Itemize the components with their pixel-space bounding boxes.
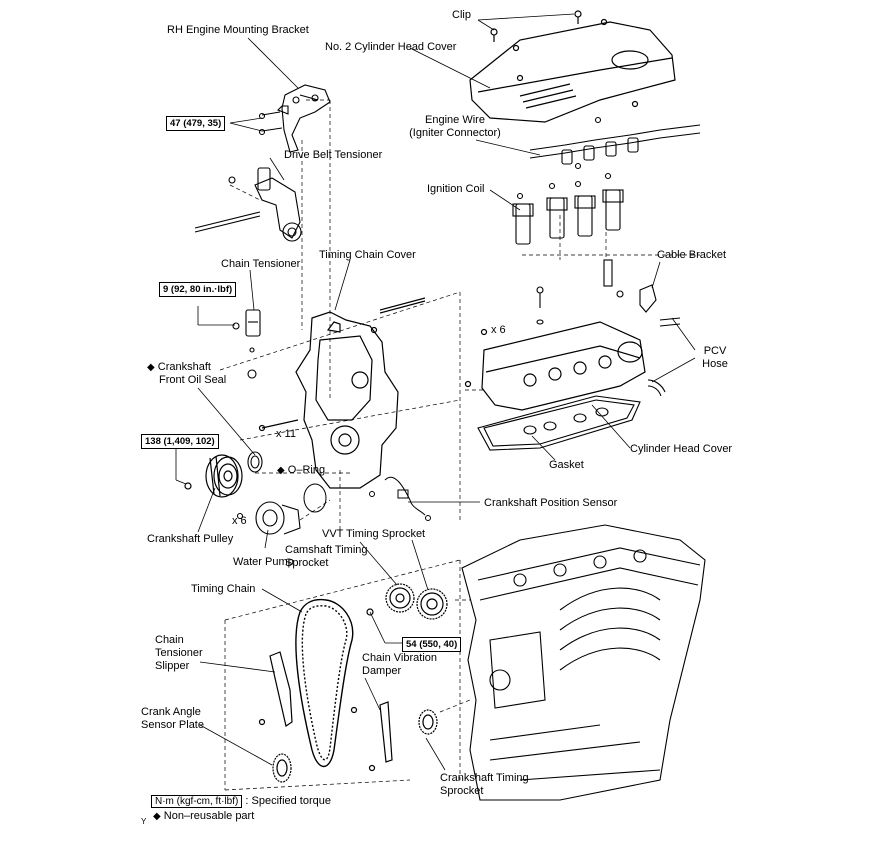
label-cas-line1: Crank Angle bbox=[141, 706, 201, 718]
crankshaft-position-sensor bbox=[369, 477, 431, 521]
legend-torque-text: : Specified torque bbox=[245, 795, 332, 807]
label-no2-cylinder-head-cover: No. 2 Cylinder Head Cover bbox=[325, 41, 457, 53]
legend-torque: N·m (kgf-cm, ft·lbf) : Specified torque bbox=[151, 794, 331, 809]
gasket bbox=[477, 395, 641, 451]
crankshaft-pulley bbox=[184, 454, 243, 498]
label-x6-top: x 6 bbox=[491, 324, 506, 336]
pcv-hose bbox=[647, 317, 681, 397]
label-o-ring-text: O–Ring bbox=[287, 464, 326, 476]
label-pcv-line1: PCV bbox=[703, 345, 727, 357]
torque-box-47: 47 (479, 35) bbox=[166, 116, 226, 131]
crankshaft-timing-sprocket bbox=[418, 709, 438, 735]
label-crankshaft-pulley: Crankshaft Pulley bbox=[147, 533, 234, 545]
alignment-lines bbox=[219, 99, 700, 791]
nonreusable-diamond-icon: ◆ bbox=[277, 465, 285, 476]
label-timing-chain: Timing Chain bbox=[191, 583, 256, 595]
label-x11: x 11 bbox=[276, 428, 296, 440]
cable-bracket bbox=[536, 259, 657, 325]
label-engine-wire: Engine Wire (Igniter Connector) bbox=[400, 114, 510, 140]
drive-belt-tensioner bbox=[194, 167, 302, 242]
label-cam-line2: Sprocket bbox=[285, 557, 329, 569]
label-crankshaft-position-sensor: Crankshaft Position Sensor bbox=[484, 497, 618, 509]
engine-wire bbox=[529, 116, 701, 170]
legend-torque-box: N·m (kgf-cm, ft·lbf) bbox=[151, 795, 243, 808]
torque-box-54: 54 (550, 40) bbox=[402, 637, 462, 652]
label-slipper-line1: Chain bbox=[155, 634, 184, 646]
label-crank-sprocket-line1: Crankshaft Timing bbox=[440, 772, 529, 784]
label-chain-vibration-damper: Chain Vibration Damper bbox=[362, 652, 437, 678]
label-crankshaft-timing-sprocket: Crankshaft Timing Sprocket bbox=[440, 772, 529, 798]
label-slipper-line3: Slipper bbox=[155, 660, 190, 672]
label-pcv-line2: Hose bbox=[702, 358, 728, 370]
torque-box-138: 138 (1,409, 102) bbox=[141, 434, 219, 449]
label-engine-wire-line2: (Igniter Connector) bbox=[409, 127, 501, 139]
label-chain-tensioner-slipper: Chain Tensioner Slipper bbox=[155, 634, 203, 673]
label-pcv-hose: PCV Hose bbox=[690, 345, 740, 371]
no2-cylinder-head-cover bbox=[469, 10, 676, 123]
timing-chain bbox=[295, 598, 354, 768]
timing-chain-cover bbox=[258, 297, 426, 489]
rh-engine-mounting-bracket bbox=[258, 84, 331, 153]
label-clip: Clip bbox=[452, 9, 471, 21]
chain-tensioner bbox=[232, 309, 261, 379]
label-cylinder-head-cover: Cylinder Head Cover bbox=[630, 443, 733, 455]
label-chain-tensioner: Chain Tensioner bbox=[221, 258, 301, 270]
nonreusable-diamond-icon: ◆ bbox=[147, 362, 155, 373]
figure-code: Y bbox=[141, 817, 147, 826]
label-crankshaft-front-oil-seal: ◆ Crankshaft Front Oil Seal bbox=[147, 361, 226, 387]
chain-vibration-damper bbox=[350, 701, 393, 772]
label-drive-belt-tensioner: Drive Belt Tensioner bbox=[284, 149, 383, 161]
label-crank-angle-sensor-plate: Crank Angle Sensor Plate bbox=[141, 706, 204, 732]
label-slipper-line2: Tensioner bbox=[155, 647, 203, 659]
water-pump bbox=[236, 501, 301, 535]
label-o-ring: ◆ O–Ring bbox=[277, 464, 325, 477]
label-vvt-timing-sprocket: VVT Timing Sprocket bbox=[322, 528, 426, 540]
label-ignition-coil: Ignition Coil bbox=[427, 183, 485, 195]
ignition-coils bbox=[512, 172, 624, 245]
label-water-pump: Water Pump bbox=[233, 556, 294, 568]
label-camshaft-timing-sprocket: Camshaft Timing Sprocket bbox=[285, 544, 368, 570]
crankshaft-front-oil-seal bbox=[247, 451, 263, 473]
chain-tensioner-slipper bbox=[258, 651, 293, 727]
label-seal-line1: Crankshaft bbox=[157, 361, 211, 373]
engine-block bbox=[461, 524, 706, 801]
label-rh-engine-mounting-bracket: RH Engine Mounting Bracket bbox=[167, 24, 309, 36]
label-engine-wire-line1: Engine Wire bbox=[425, 114, 485, 126]
label-cas-line2: Sensor Plate bbox=[141, 719, 204, 731]
label-seal-line2: Front Oil Seal bbox=[159, 374, 227, 386]
label-crank-sprocket-line2: Sprocket bbox=[440, 785, 484, 797]
label-x6-bottom: x 6 bbox=[232, 515, 247, 527]
cylinder-head-cover bbox=[464, 321, 646, 411]
label-cable-bracket: Cable Bracket bbox=[657, 249, 727, 261]
label-damper-line2: Damper bbox=[362, 665, 402, 677]
label-timing-chain-cover: Timing Chain Cover bbox=[319, 249, 416, 261]
legend-nonreusable-text: Non–reusable part bbox=[163, 810, 255, 822]
legend-nonreusable: ◆ Non–reusable part bbox=[153, 809, 254, 824]
o-ring bbox=[303, 483, 327, 513]
label-cam-line1: Camshaft Timing bbox=[285, 544, 368, 556]
vvt-timing-sprocket bbox=[366, 588, 448, 620]
label-damper-line1: Chain Vibration bbox=[362, 652, 438, 664]
nonreusable-diamond-icon: ◆ bbox=[153, 811, 161, 822]
crank-angle-sensor-plate bbox=[272, 753, 292, 783]
camshaft-timing-sprocket bbox=[385, 583, 415, 613]
torque-box-9: 9 (92, 80 in.·lbf) bbox=[159, 282, 237, 297]
label-gasket: Gasket bbox=[549, 459, 584, 471]
